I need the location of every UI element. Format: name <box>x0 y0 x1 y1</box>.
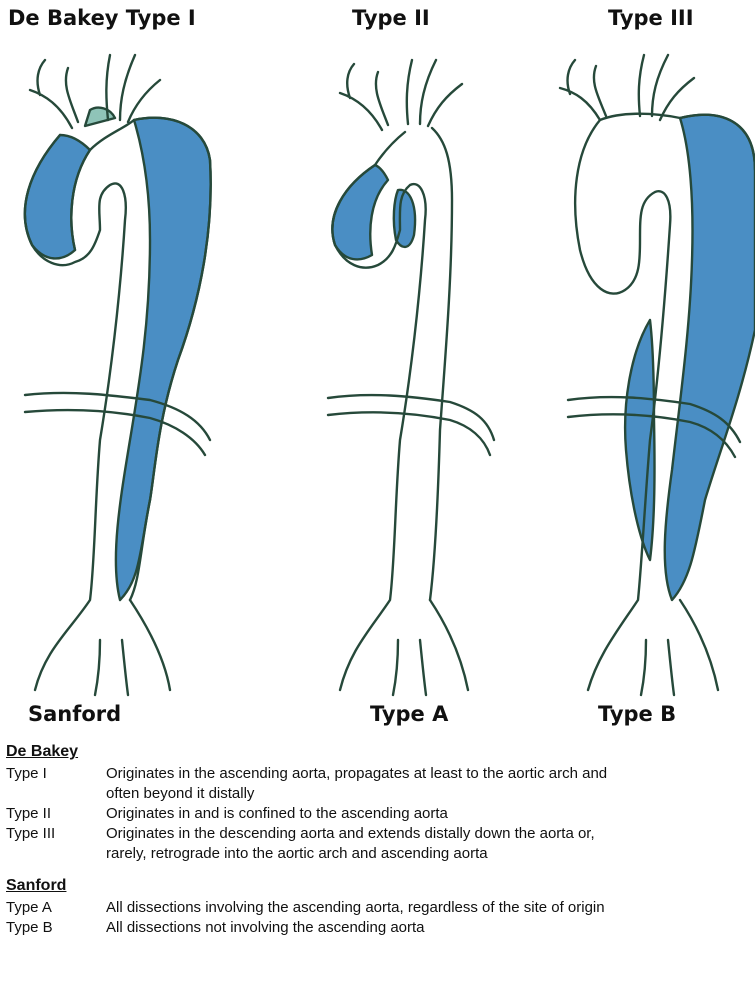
dissection-ascending-type-1 <box>25 135 90 258</box>
head-vessels-type-2 <box>340 60 462 130</box>
label-sanford: Sanford <box>28 702 121 726</box>
label-type-a: Type A <box>370 702 448 726</box>
aorta-illustrations <box>0 0 755 700</box>
row-line: Originates in and is confined to the asc… <box>106 804 755 824</box>
sanford-heading: Sanford <box>6 876 755 898</box>
row-description: All dissections involving the ascending … <box>106 898 755 918</box>
row-line: Originates in the descending aorta and e… <box>106 824 755 844</box>
label-type-b: Type B <box>598 702 676 726</box>
renal-band-type-2 <box>328 395 494 455</box>
debakey-row-type-1: Type I Originates in the ascending aorta… <box>6 764 755 804</box>
row-description: Originates in the descending aorta and e… <box>106 824 755 864</box>
row-line: All dissections involving the ascending … <box>106 898 755 918</box>
row-description: Originates in the ascending aorta, propa… <box>106 764 755 804</box>
aortic-dissection-figure: De Bakey Type I Type II Type III <box>0 0 755 700</box>
dissection-false-lumen-type-3 <box>665 115 755 600</box>
renal-band-type-1 <box>25 393 210 455</box>
debakey-row-type-3: Type III Originates in the descending ao… <box>6 824 755 864</box>
debakey-row-type-2: Type II Originates in and is confined to… <box>6 804 755 824</box>
dissection-ascending-type-2 <box>332 165 388 259</box>
row-code: Type B <box>6 918 106 938</box>
aorta-type-3 <box>560 55 755 695</box>
sanford-row-type-b: Type B All dissections not involving the… <box>6 918 755 938</box>
head-vessels-type-3 <box>560 55 694 120</box>
dissection-false-lumen-type-1 <box>116 118 211 600</box>
row-code: Type II <box>6 804 106 824</box>
row-line: rarely, retrograde into the aortic arch … <box>106 844 755 864</box>
aorta-type-1 <box>25 55 211 695</box>
sanford-row-type-a: Type A All dissections involving the asc… <box>6 898 755 918</box>
row-line: Originates in the ascending aorta, propa… <box>106 764 755 784</box>
row-code: Type A <box>6 898 106 918</box>
debakey-heading: De Bakey <box>6 742 755 764</box>
row-description: All dissections not involving the ascend… <box>106 918 755 938</box>
aorta-type-2 <box>328 60 494 695</box>
row-line: often beyond it distally <box>106 784 755 804</box>
row-line: All dissections not involving the ascend… <box>106 918 755 938</box>
row-description: Originates in and is confined to the asc… <box>106 804 755 824</box>
classification-legend: De Bakey Type I Originates in the ascend… <box>6 738 755 938</box>
row-code: Type I <box>6 764 106 804</box>
row-code: Type III <box>6 824 106 864</box>
